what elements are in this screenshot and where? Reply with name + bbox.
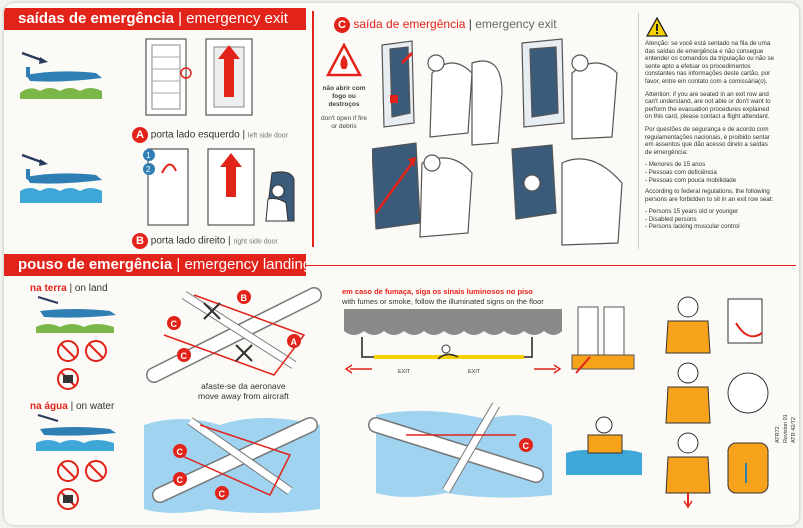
letter-c-badge: C bbox=[334, 17, 350, 33]
passenger-at-door-illustration bbox=[265, 171, 295, 222]
aircraft-water-exit-diagram: C bbox=[368, 402, 552, 498]
cabin-smoke-illustration: EXIT EXIT bbox=[344, 309, 562, 375]
prohibited-items-water bbox=[57, 460, 107, 510]
list-item: - Menores de 15 anos bbox=[645, 161, 706, 169]
seat-cushion-illustration bbox=[571, 306, 635, 374]
header-title-pt: saídas de emergência bbox=[18, 10, 174, 27]
door-right-closed-diagram: 1 2 bbox=[143, 148, 189, 226]
section-header-emergency-exit: saídas de emergência | emergency exit bbox=[4, 8, 306, 30]
rules-pt-list: - Menores de 15 anos - Pessoas com defic… bbox=[645, 161, 775, 184]
section-header-emergency-landing: pouso de emergência | emergency landing bbox=[4, 254, 311, 276]
on-water-title: na água | on water bbox=[30, 401, 115, 412]
list-item: - Persons 15 years old or younger bbox=[645, 208, 739, 216]
plane-landing-water-icon bbox=[36, 414, 116, 451]
card-side-code: ATR72 Revision 01 ATR 42/72 bbox=[774, 293, 797, 443]
door-left-closed-diagram bbox=[145, 38, 192, 116]
on-land-pt: na terra bbox=[30, 283, 67, 294]
list-item: - Disabled persons bbox=[645, 215, 697, 223]
move-away-en: move away from aircraft bbox=[198, 391, 289, 401]
exit-sign-left: EXIT bbox=[398, 369, 411, 375]
landing-title-en: emergency landing bbox=[184, 256, 312, 273]
diagram-letter-a: A bbox=[291, 337, 298, 347]
on-water-pt: na água bbox=[30, 401, 68, 412]
fire-warning-en: don't open if fire or debris bbox=[320, 115, 368, 130]
diagram-letter-c: C bbox=[219, 489, 226, 499]
attention-text-block: Atenção: se você está sentado na fila de… bbox=[645, 40, 775, 235]
diagram-letter-c: C bbox=[171, 319, 178, 329]
aircraft-land-evacuation-diagram: B A C C bbox=[146, 287, 322, 383]
divider-vertical bbox=[312, 11, 314, 247]
divider-vertical-light bbox=[638, 13, 639, 249]
window-exit-title-en: emergency exit bbox=[475, 17, 557, 32]
divider-horizontal bbox=[306, 265, 796, 266]
diagram-letter-c: C bbox=[181, 351, 188, 361]
diagram-letter-b: B bbox=[241, 293, 248, 303]
life-vest-instructions bbox=[665, 296, 711, 509]
header-title-en: emergency exit bbox=[186, 10, 288, 27]
door-right-en: right side door bbox=[233, 238, 278, 246]
letter-a-badge: A bbox=[132, 127, 148, 143]
letter-b-badge: B bbox=[132, 233, 148, 249]
plane-on-land-icon bbox=[20, 51, 102, 99]
person-in-water-illustration bbox=[566, 416, 642, 475]
window-exit-illustration bbox=[372, 38, 623, 246]
move-away-caption: afaste-se da aeronave move away from air… bbox=[198, 381, 289, 401]
diagram-letter-c: C bbox=[523, 441, 530, 451]
step-2-text: 2 bbox=[146, 165, 151, 174]
side-code: ATR72 bbox=[775, 426, 781, 443]
step-1-text: 1 bbox=[146, 151, 151, 160]
landing-title-pt: pouso de emergência bbox=[18, 256, 173, 273]
door-left-pt: porta lado esquerdo bbox=[150, 129, 240, 141]
on-water-en: on water bbox=[75, 401, 115, 412]
side-revision: Revision 01 bbox=[783, 414, 789, 443]
rules-en: According to federal regulations, the fo… bbox=[645, 188, 774, 203]
door-left-open-diagram bbox=[205, 38, 253, 116]
diagram-letter-c: C bbox=[177, 475, 184, 485]
smoke-pt: em caso de fumaça, siga os sinais lumino… bbox=[342, 287, 533, 296]
on-land-en: on land bbox=[74, 283, 108, 294]
list-item: - Pessoas com deficiência bbox=[645, 168, 717, 176]
door-left-label: A porta lado esquerdo | left side door bbox=[132, 127, 288, 143]
exit-sign-right: EXIT bbox=[468, 369, 481, 375]
door-right-open-diagram bbox=[207, 148, 255, 226]
fire-warning-icon bbox=[326, 43, 362, 77]
rules-en-list: - Persons 15 years old or younger - Disa… bbox=[645, 208, 775, 231]
door-left-en: left side door bbox=[247, 132, 288, 140]
plane-landing-land-icon bbox=[36, 296, 116, 333]
smoke-caption: em caso de fumaça, siga os sinais lumino… bbox=[342, 287, 544, 307]
diagram-letter-c: C bbox=[177, 447, 184, 457]
prohibited-items-land bbox=[57, 340, 107, 390]
vest-pouch-instructions bbox=[727, 298, 769, 494]
door-right-pt: porta lado direito bbox=[150, 235, 226, 247]
aircraft-water-evacuation-diagram: C C C bbox=[144, 417, 320, 513]
safety-card: saídas de emergência | emergency exit A … bbox=[4, 3, 799, 525]
window-exit-title: C saída de emergência | emergency exit bbox=[334, 17, 557, 33]
side-model: ATR 42/72 bbox=[791, 417, 797, 443]
move-away-pt: afaste-se da aeronave bbox=[201, 381, 286, 391]
smoke-en: with fumes or smoke, follow the illumina… bbox=[342, 297, 544, 306]
list-item: - Persons lacking muscular control bbox=[645, 223, 740, 231]
list-item: - Pessoas com pouca mobilidade bbox=[645, 176, 737, 184]
attention-en: Attention: if you are seated in an exit … bbox=[645, 90, 771, 121]
on-land-title: na terra | on land bbox=[30, 283, 108, 294]
window-exit-title-pt: saída de emergência bbox=[353, 17, 466, 32]
fire-warning-pt: não abrir com fogo ou destroços bbox=[322, 85, 366, 108]
plane-on-water-icon bbox=[20, 153, 102, 203]
caution-icon bbox=[646, 17, 668, 37]
door-right-label: B porta lado direito | right side door bbox=[132, 233, 278, 249]
attention-pt: Atenção: se você está sentado na fila de… bbox=[645, 40, 774, 85]
rules-pt: Por questões de segurança e de acordo co… bbox=[645, 125, 770, 156]
